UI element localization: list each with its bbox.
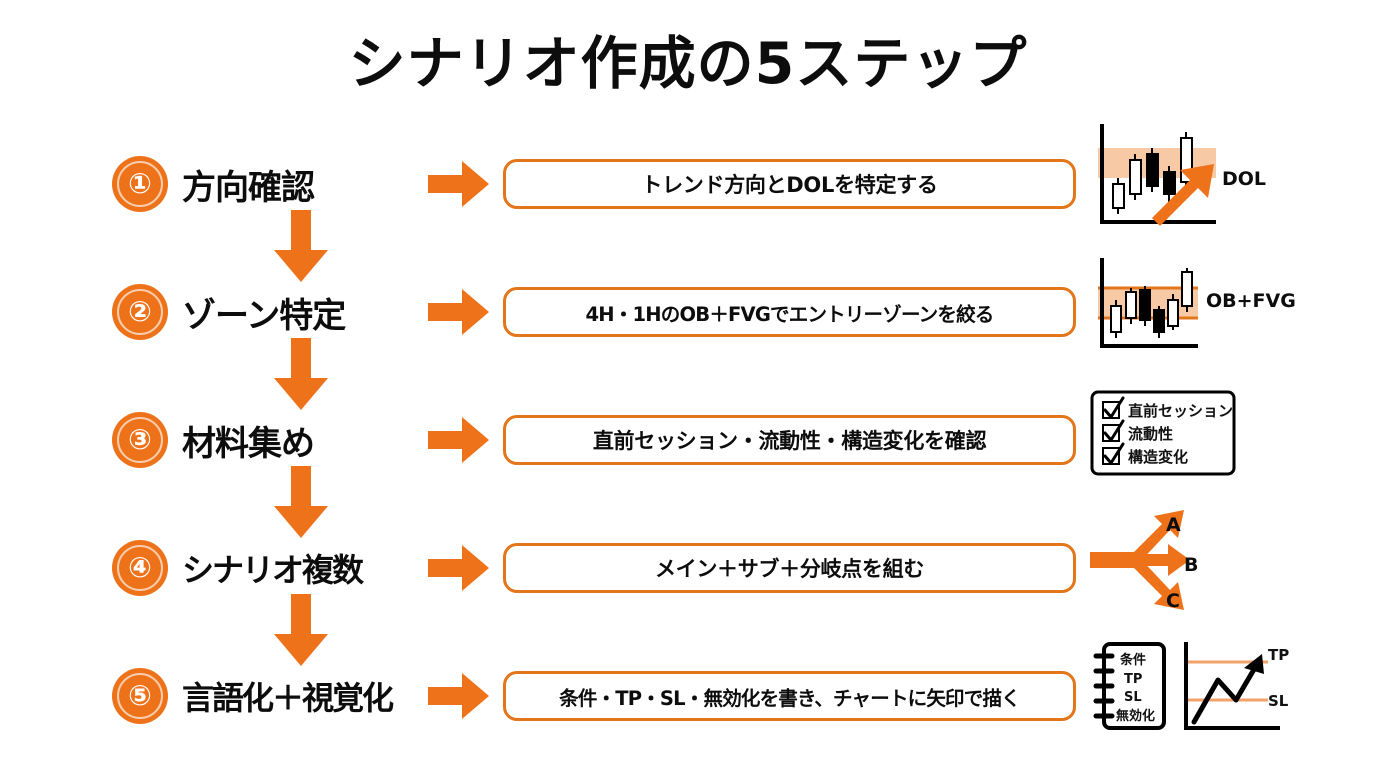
step-description-box: 4H・1HのOB＋FVGでエントリーゾーンを絞る	[503, 287, 1076, 337]
step-row: ④ シナリオ複数 メイン＋サブ＋分岐点を組む	[0, 526, 1376, 610]
svg-text:無効化: 無効化	[1116, 708, 1155, 724]
step-number-badge: ①	[112, 156, 168, 212]
step-number-badge: ④	[112, 540, 168, 596]
svg-text:構造変化: 構造変化	[1128, 448, 1188, 466]
branch-label-a: A	[1166, 514, 1181, 536]
candlestick-dol-arrow-icon: DOL	[1090, 120, 1370, 240]
svg-text:SL: SL	[1124, 690, 1142, 705]
step-description: 直前セッション・流動性・構造変化を確認	[592, 429, 987, 453]
svg-text:TP: TP	[1124, 672, 1142, 687]
arrow-down-icon	[272, 338, 330, 412]
checklist-icon: 直前セッション 流動性 構造変化	[1090, 390, 1370, 510]
arrow-down-icon	[272, 210, 330, 284]
step-row: ⑤ 言語化＋視覚化 条件・TP・SL・無効化を書き、チャートに矢印で描く	[0, 654, 1376, 738]
step-number: ③	[128, 423, 152, 456]
branching-arrows-icon: A B C	[1090, 506, 1370, 626]
svg-text:TP: TP	[1268, 646, 1289, 664]
page-title: シナリオ作成の5ステップ	[348, 31, 1028, 97]
step-row: ① 方向確認 トレンド方向とDOLを特定する	[0, 142, 1376, 226]
arrow-right-icon	[428, 673, 490, 719]
arrow-down-icon	[272, 466, 330, 540]
step-description-box: 条件・TP・SL・無効化を書き、チャートに矢印で描く	[503, 671, 1076, 721]
icon-label-ob-fvg: OB+FVG	[1206, 290, 1296, 312]
step-row: ③ 材料集め 直前セッション・流動性・構造変化を確認	[0, 398, 1376, 482]
step-description-box: メイン＋サブ＋分岐点を組む	[503, 543, 1076, 593]
step-label: ゾーン特定	[182, 295, 346, 336]
step-label: 材料集め	[182, 423, 315, 464]
step-number-badge: ②	[112, 284, 168, 340]
step-description: 条件・TP・SL・無効化を書き、チャートに矢印で描く	[559, 686, 1021, 710]
svg-text:条件: 条件	[1120, 652, 1146, 668]
branch-label-b: B	[1184, 554, 1199, 576]
step-description: メイン＋サブ＋分岐点を組む	[654, 557, 925, 581]
step-number-badge: ③	[112, 412, 168, 468]
step-number: ④	[128, 551, 152, 584]
arrow-down-icon	[272, 594, 330, 668]
step-description: トレンド方向とDOLを特定する	[641, 173, 938, 197]
notebook-and-chart-icon: 条件 TP SL 無効化 TP SL	[1090, 640, 1370, 760]
svg-text:直前セッション: 直前セッション	[1128, 402, 1233, 420]
svg-text:SL: SL	[1268, 692, 1289, 710]
step-label: 言語化＋視覚化	[182, 679, 394, 717]
step-description: 4H・1HのOB＋FVGでエントリーゾーンを絞る	[585, 302, 995, 326]
branch-label-c: C	[1166, 590, 1180, 612]
step-row: ② ゾーン特定 4H・1HのOB＋FVGでエントリーゾーンを絞る	[0, 270, 1376, 354]
arrow-right-icon	[428, 161, 490, 207]
arrow-right-icon	[428, 289, 490, 335]
step-number: ②	[128, 295, 152, 328]
step-number: ①	[128, 167, 152, 200]
step-number-badge: ⑤	[112, 668, 168, 724]
candlestick-zone-icon: OB+FVG	[1090, 254, 1370, 374]
step-label: 方向確認	[182, 167, 315, 208]
step-description-box: 直前セッション・流動性・構造変化を確認	[503, 415, 1076, 465]
arrow-right-icon	[428, 545, 490, 591]
svg-text:流動性: 流動性	[1128, 425, 1173, 443]
step-label: シナリオ複数	[182, 551, 364, 589]
step-description-box: トレンド方向とDOLを特定する	[503, 159, 1076, 209]
step-number: ⑤	[128, 679, 152, 712]
icon-label-dol: DOL	[1222, 168, 1267, 190]
arrow-right-icon	[428, 417, 490, 463]
